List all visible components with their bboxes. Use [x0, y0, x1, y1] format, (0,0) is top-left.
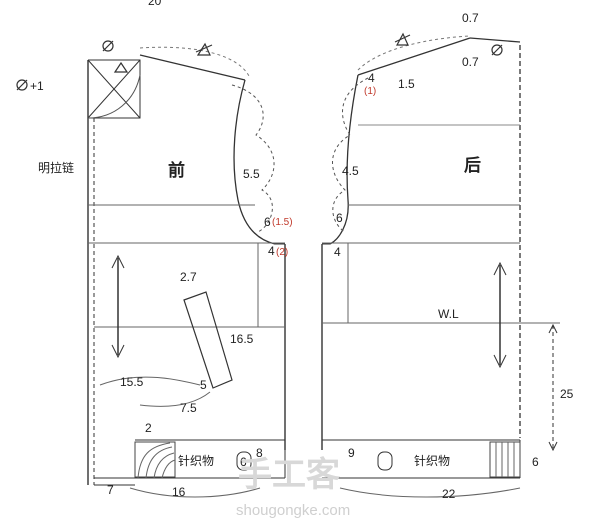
front-panel-outline	[87, 46, 286, 498]
back-rib-height: 6	[532, 455, 539, 469]
front-chest-depth: 5.5	[243, 167, 260, 181]
front-hem-offset: 2	[145, 421, 152, 435]
top-number: 20	[148, 0, 162, 8]
front-pocket-length: 16.5	[230, 332, 254, 346]
back-shoulder-b: 0.7	[462, 55, 479, 69]
front-hem-width: 16	[172, 485, 186, 499]
front-placket-label: 明拉链	[38, 160, 74, 175]
triangle-symbol-3	[394, 32, 411, 46]
back-hem-width: 22	[442, 487, 456, 501]
front-armhole-4: 4	[268, 244, 275, 258]
back-armhole-4: 4	[334, 245, 341, 259]
triangle-symbol-2	[113, 61, 129, 73]
front-neck-plus: +1	[30, 79, 44, 93]
notch-circle-symbol-2	[16, 79, 28, 91]
back-chest-depth: 4.5	[342, 164, 359, 178]
front-rib-label: 针织物	[178, 453, 214, 468]
watermark-url: shougongke.com	[236, 502, 350, 519]
back-panel-outline	[321, 35, 560, 498]
back-armhole-6: 6	[336, 211, 343, 225]
front-pocket-y: 7.5	[180, 401, 197, 415]
back-neck-15: 1.5	[398, 77, 415, 91]
front-pocket-bottom: 5	[200, 378, 207, 392]
front-hem-right: 8	[256, 446, 263, 460]
back-rib-label: 针织物	[414, 453, 450, 468]
back-neck-4: 4	[368, 71, 375, 85]
front-pocket-x: 15.5	[120, 375, 144, 389]
back-shoulder-a: 0.7	[462, 11, 479, 25]
front-rib-height: 6	[240, 455, 247, 469]
front-armhole-6: 6	[264, 215, 271, 229]
triangle-symbol-1	[195, 42, 213, 56]
back-waist-line: W.L	[438, 307, 459, 321]
notch-circle-symbol-1	[102, 40, 114, 52]
front-armhole-4-alt: (2)	[276, 247, 288, 258]
front-title: 前	[168, 160, 185, 180]
back-hem-left: 9	[348, 446, 355, 460]
front-hem-left: 7	[107, 483, 114, 497]
notch-circle-symbol-3	[491, 44, 503, 56]
front-pocket-top: 2.7	[180, 270, 197, 284]
back-neck-4-alt: (1)	[364, 86, 376, 97]
front-armhole-6-alt: (1.5)	[272, 217, 293, 228]
back-length-below-wl: 25	[560, 387, 574, 401]
back-title: 后	[464, 156, 481, 175]
watermark-title: 手工客	[238, 455, 340, 494]
